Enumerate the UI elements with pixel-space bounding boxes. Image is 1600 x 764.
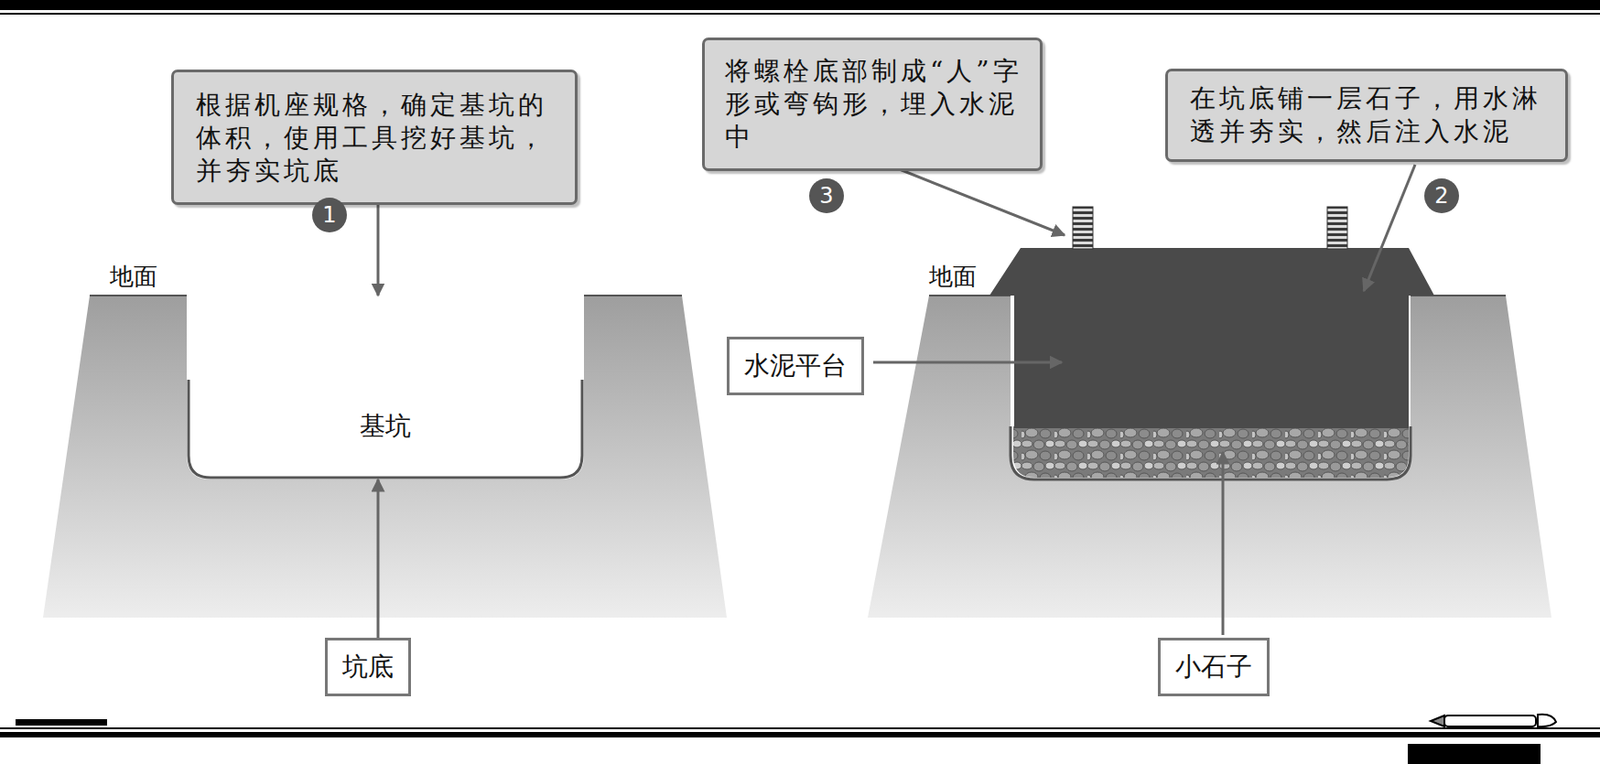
node-text: 将螺栓底部制成“人”字形或弯钩形，埋入水泥中 <box>724 54 1028 154</box>
node-text: 在坑底铺一层石子，用水淋透并夯实，然后注入水泥 <box>1189 82 1557 149</box>
callout-number: 2 <box>1424 178 1460 214</box>
callout-number: 2 <box>1424 178 1460 214</box>
pit-shape: 基坑 <box>186 295 584 480</box>
node-text: 根据机座规格，确定基坑的体积，使用工具挖好基坑，并夯实坑底 <box>195 88 561 188</box>
ground-label: 地面 <box>929 260 977 293</box>
pencil-icon <box>1430 714 1557 727</box>
step-callout: 根据机座规格，确定基坑的体积，使用工具挖好基坑，并夯实坑底 <box>171 69 578 206</box>
node-text: 坑底 <box>342 651 394 683</box>
step-callout: 在坑底铺一层石子，用水淋透并夯实，然后注入水泥 <box>1165 68 1568 163</box>
node-text: 基坑 <box>186 409 584 444</box>
ground-label: 地面 <box>109 260 158 293</box>
label-box: 小石子 <box>1157 637 1270 697</box>
label-box: 水泥平台 <box>726 336 865 396</box>
connector-arrow <box>377 205 380 296</box>
label-box: 坑底 <box>324 637 411 697</box>
step-callout: 将螺栓底部制成“人”字形或弯钩形，埋入水泥中 <box>702 37 1043 172</box>
pit-outline <box>186 295 584 480</box>
callout-number: 1 <box>312 197 347 233</box>
callout-number: 1 <box>312 197 347 233</box>
node-text: 小石子 <box>1175 651 1253 683</box>
callout-number: 3 <box>809 178 844 214</box>
node-text: 水泥平台 <box>744 350 847 382</box>
callout-number: 3 <box>809 178 844 214</box>
connector-arrow <box>377 479 380 638</box>
